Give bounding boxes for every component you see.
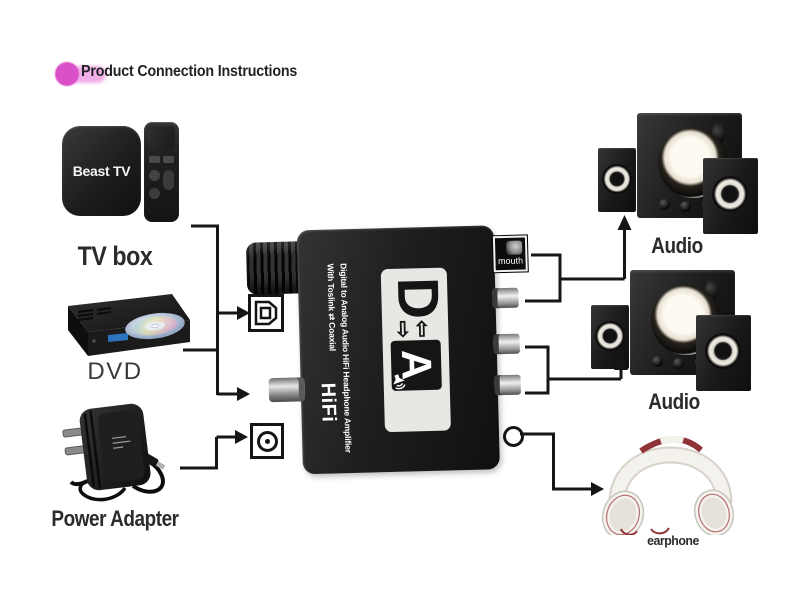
rca-output-plug bbox=[493, 333, 520, 355]
dvd-caption: DVD bbox=[87, 358, 143, 385]
hifi-print: HiFi bbox=[316, 382, 340, 423]
audio-speaker-set-bottom bbox=[558, 267, 773, 392]
logo-arrow-left: ⇦ bbox=[410, 319, 434, 338]
remote-volume-rocker bbox=[163, 170, 174, 190]
remote-button bbox=[149, 188, 160, 199]
dvd-power-button bbox=[92, 339, 96, 343]
logo-letter-d: D bbox=[384, 276, 452, 321]
logo-arrows-icon: ⇦ ⇨ bbox=[391, 319, 434, 339]
toslink-port-icon bbox=[248, 294, 284, 332]
dc-power-port-icon bbox=[250, 423, 284, 459]
satellite-speaker bbox=[703, 158, 758, 234]
remote-touchpad bbox=[148, 126, 175, 150]
tv-box-caption: TV box bbox=[77, 241, 153, 271]
rca-output-plug bbox=[494, 374, 522, 396]
satellite-driver bbox=[595, 321, 625, 351]
coaxial-input-connector bbox=[268, 377, 306, 403]
satellite-speaker bbox=[696, 315, 751, 391]
power-adapter-caption: Power Adapter bbox=[51, 506, 179, 531]
remote-button bbox=[163, 156, 174, 163]
dvd-disc bbox=[125, 312, 185, 340]
adapter-ribs bbox=[83, 410, 102, 489]
headband-highlight bbox=[659, 436, 685, 446]
satellite-speaker bbox=[598, 148, 636, 212]
volume-knob bbox=[245, 241, 301, 295]
headband bbox=[610, 448, 731, 504]
dvd-side-face bbox=[68, 306, 88, 356]
satellite-driver bbox=[712, 176, 748, 212]
rca-output-plug bbox=[492, 287, 519, 309]
da-logo-label: D ⇦ ⇨ A bbox=[380, 267, 452, 433]
control-knob bbox=[680, 201, 691, 212]
headphone-jack-icon bbox=[503, 426, 524, 447]
adapter-label-lines bbox=[111, 436, 131, 449]
audio-bottom-caption: Audio bbox=[648, 389, 700, 414]
audio-top-caption: Audio bbox=[651, 233, 703, 258]
satellite-driver bbox=[705, 333, 741, 369]
remote-button bbox=[149, 170, 160, 181]
tv-box-device: Beast TV bbox=[62, 126, 141, 216]
earphone-device bbox=[601, 436, 735, 535]
control-knob bbox=[659, 199, 670, 210]
page-title: Product Connection Instructions bbox=[81, 63, 298, 80]
tv-remote bbox=[144, 122, 179, 222]
speaker-icon bbox=[393, 373, 406, 389]
optical-port-photo bbox=[506, 240, 523, 255]
optical-port-label: mouth bbox=[497, 255, 524, 267]
wire-power bbox=[180, 435, 235, 470]
logo-letter-a-box: A bbox=[390, 339, 442, 391]
control-knob bbox=[673, 358, 684, 369]
dc-ring bbox=[256, 430, 278, 452]
satellite-driver bbox=[602, 164, 632, 194]
dvd-player-device bbox=[68, 294, 190, 356]
power-adapter-device bbox=[62, 403, 166, 502]
dc-pin bbox=[264, 438, 270, 444]
logo-arrow-right: ⇨ bbox=[391, 320, 415, 339]
earphone-cord bbox=[620, 527, 670, 535]
ear-cup-right bbox=[693, 489, 735, 535]
satellite-speaker bbox=[591, 305, 629, 369]
optical-output-port-icon: mouth bbox=[492, 235, 528, 273]
title-bullet-icon bbox=[55, 62, 79, 86]
control-knob bbox=[652, 356, 663, 367]
tv-box-screen-text: Beast TV bbox=[72, 163, 131, 179]
earphone-caption: earphone bbox=[647, 533, 699, 548]
dac-converter-device: Digital to Analog Audio HiFi Headphone A… bbox=[242, 218, 541, 496]
dvd-display bbox=[108, 333, 128, 342]
remote-button bbox=[149, 156, 160, 163]
dvd-vents bbox=[77, 307, 112, 321]
audio-speaker-set-top bbox=[565, 110, 780, 235]
adapter-face bbox=[97, 410, 145, 483]
ear-cup-left bbox=[601, 490, 645, 535]
